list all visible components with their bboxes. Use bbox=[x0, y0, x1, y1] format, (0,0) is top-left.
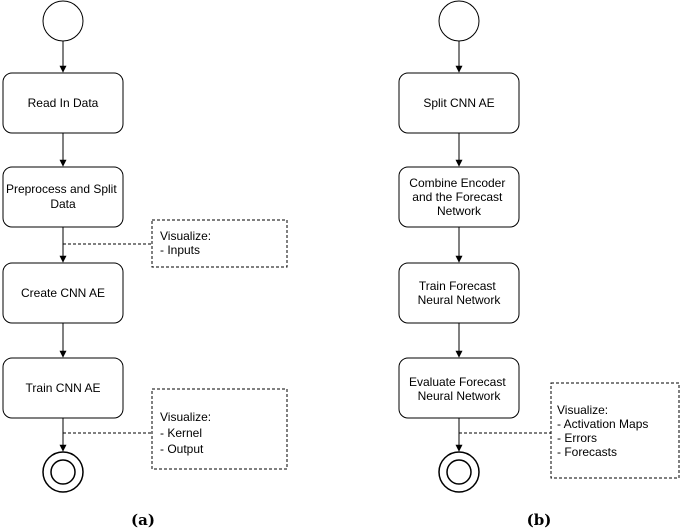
step-combine-encoder-label: Combine Encoder and the Forecast Network bbox=[409, 176, 508, 218]
step-read-in-data-label: Read In Data bbox=[28, 96, 99, 110]
step-train-cnn-ae-label: Train CNN AE bbox=[26, 381, 101, 395]
note-visualize-inputs-text: Visualize: - Inputs bbox=[160, 229, 214, 257]
diagram-b: Split CNN AE Combine Encoder and the For… bbox=[398, 0, 680, 529]
note-visualize-activation-text: Visualize: - Activation Maps - Errors - … bbox=[557, 403, 652, 459]
end-node-a-inner bbox=[50, 459, 76, 485]
end-node-b-inner bbox=[446, 459, 472, 485]
step-evaluate-forecast-label: Evaluate Forecast Neural Network bbox=[409, 375, 509, 403]
note-visualize-kernel-output bbox=[151, 388, 288, 470]
step-train-forecast-label: Train Forecast Neural Network bbox=[418, 279, 502, 307]
start-node-a bbox=[42, 0, 84, 42]
step-preprocess-split-label: Preprocess and Split Data bbox=[6, 182, 120, 211]
step-create-cnn-ae-label: Create CNN AE bbox=[21, 286, 105, 300]
start-node-b bbox=[438, 0, 480, 42]
step-split-cnn-ae-label: Split CNN AE bbox=[423, 96, 494, 110]
diagram-a: Read In Data Preprocess and Split Data V… bbox=[2, 0, 288, 529]
caption-b: (b) bbox=[527, 511, 552, 529]
note-visualize-activation bbox=[550, 382, 680, 479]
note-visualize-kernel-output-text: Visualize: - Kernel - Output bbox=[160, 410, 214, 456]
note-visualize-inputs bbox=[151, 219, 288, 268]
caption-a: (a) bbox=[131, 511, 155, 529]
